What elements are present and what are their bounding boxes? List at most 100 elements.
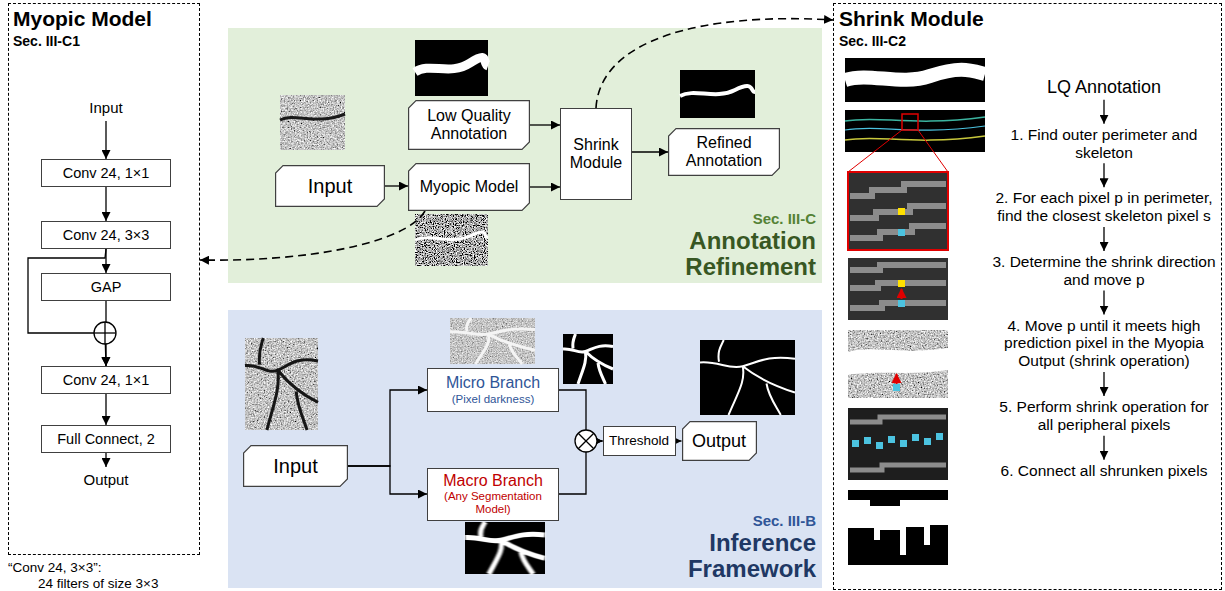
data-box: Refined Annotation [668, 128, 780, 176]
text-anchor: Sec. III-C [640, 210, 816, 227]
dashed-arrow [200, 211, 425, 260]
data-box: Low Quality Annotation [408, 100, 530, 150]
connector-arrow [1103, 291, 1104, 315]
step-text: 6. Connect all shrunken pixels [991, 460, 1217, 482]
text-anchor: Sec. III-C1 [13, 33, 80, 49]
data-box: Input [243, 445, 348, 487]
panel-subtitle: Inference Framework [640, 530, 816, 582]
panel-fill [228, 28, 822, 588]
connector-arrow [28, 249, 106, 366]
footnote-text: “Conv 24, 3×3”: [8, 560, 101, 576]
connector-arrow [632, 151, 668, 152]
panel-subtitle: Annotation Refinement [640, 228, 816, 280]
node-text: Threshold [609, 433, 669, 449]
add-symbol [94, 322, 116, 344]
node-text: Input [308, 175, 352, 198]
inference-panel: Sec. III-BInference Framework Input Micro … [228, 310, 822, 588]
node-text: Conv 24, 1×1 [63, 165, 150, 182]
connector-arrow [676, 440, 682, 441]
model-box: Myopic Model [408, 163, 530, 211]
output-label: Output [66, 467, 146, 493]
text-anchor: Sec. III-B [640, 512, 816, 529]
multiply-symbol [575, 430, 597, 452]
footnote-text: 24 filters of size 3×3 [38, 576, 158, 591]
node-text: Refined Annotation [678, 134, 770, 171]
step-text: 2. For each pixel p in perimeter, find t… [991, 187, 1217, 227]
layer-box: GAP [41, 273, 171, 301]
shrink-panel: Shrink ModuleSec. III-C2 LQ Annotation 1. … [833, 3, 1222, 590]
node-text: 1. Find outer perimeter and skeleton [991, 126, 1217, 162]
node-text: Myopic Model [420, 178, 519, 196]
layer-box: Full Connect, 2 [41, 425, 171, 453]
text-anchor: Annotation Refinement [640, 228, 816, 280]
node-text: 2. For each pixel p in perimeter, find t… [991, 189, 1217, 225]
model-panel: Myopic ModelSec. III-C1InputConv 24, 1×1… [8, 3, 200, 555]
panel-subtitle: Sec. III-C1 [13, 33, 80, 49]
dashed-arrow [596, 19, 833, 108]
connector-arrow [105, 394, 106, 425]
node-text: Output [692, 431, 746, 452]
text-anchor: Sec. III-C2 [839, 33, 906, 49]
connector-arrow [105, 187, 106, 221]
panel-title: Myopic Model [13, 7, 152, 31]
process-box: Threshold [603, 426, 676, 456]
step-text: 1. Find outer perimeter and skeleton [991, 124, 1217, 164]
connector-arrow [105, 453, 106, 467]
node-text: Shrink Module [567, 136, 625, 173]
connector-arrow [1103, 100, 1104, 124]
node-text: (Pixel darkness) [452, 393, 534, 406]
node-text: 4. Move p until it meets high prediction… [991, 317, 1217, 370]
connector-arrow [348, 466, 427, 494]
text-anchor: Shrink Module [839, 7, 984, 31]
input-label: Input [66, 95, 146, 121]
connector-arrow [530, 186, 560, 187]
node-text: 5. Perform shrink operation for all peri… [991, 398, 1217, 434]
step-text: 5. Perform shrink operation for all peri… [991, 396, 1217, 436]
data-box: Input [275, 165, 385, 207]
panel-title: Sec. III-C [640, 210, 816, 227]
connector-arrow [385, 185, 408, 186]
panel-subtitle: Sec. III-C2 [839, 33, 906, 49]
connector-arrow [530, 124, 560, 125]
step-text: 4. Move p until it meets high prediction… [991, 315, 1217, 372]
branch-box: Micro Branch(Pixel darkness) [427, 368, 559, 412]
node-text: Input [89, 99, 122, 116]
connector-arrow [1103, 227, 1104, 251]
connector-arrow [1103, 163, 1104, 187]
text-anchor: 24 filters of size 3×3 [38, 576, 158, 591]
node-text: 6. Connect all shrunken pixels [1001, 462, 1208, 480]
node-text: Full Connect, 2 [57, 431, 155, 448]
node-text: Input [273, 455, 317, 478]
refinement-panel: Sec. III-CAnnotation Refinement Low Quali… [228, 28, 822, 283]
text-anchor: Inference Framework [640, 530, 816, 582]
step-text: 3. Determine the shrink direction and mo… [991, 251, 1217, 291]
shrink-steps-images [845, 58, 985, 565]
node-text: Output [83, 471, 128, 488]
text-anchor: Myopic Model [13, 7, 152, 31]
module-box: Shrink Module [560, 108, 632, 200]
node-text: LQ Annotation [1047, 77, 1161, 98]
branch-box: Macro Branch(Any Segmentation Model) [427, 468, 559, 521]
node-text: (Any Segmentation Model) [434, 490, 552, 516]
panel-title: Sec. III-B [640, 512, 816, 529]
node-text: Macro Branch [443, 472, 543, 490]
layer-box: Conv 24, 3×3 [41, 221, 171, 249]
connector-arrow [105, 121, 106, 159]
layer-box: Conv 24, 1×1 [41, 159, 171, 187]
node-text: Low Quality Annotation [418, 107, 520, 144]
node-text: Conv 24, 3×3 [63, 227, 150, 244]
text-anchor: “Conv 24, 3×3”: [8, 560, 101, 576]
connector-arrow [1103, 372, 1104, 396]
layer-box: Conv 24, 1×1 [41, 366, 171, 394]
step-text: LQ Annotation [991, 75, 1217, 100]
connector-arrow [348, 390, 427, 466]
panel-title: Shrink Module [839, 7, 984, 31]
node-text: 3. Determine the shrink direction and mo… [991, 253, 1217, 289]
crack-images [245, 40, 795, 574]
node-text: GAP [91, 279, 122, 296]
data-box: Output [682, 421, 757, 461]
connector-arrow [1103, 436, 1104, 460]
